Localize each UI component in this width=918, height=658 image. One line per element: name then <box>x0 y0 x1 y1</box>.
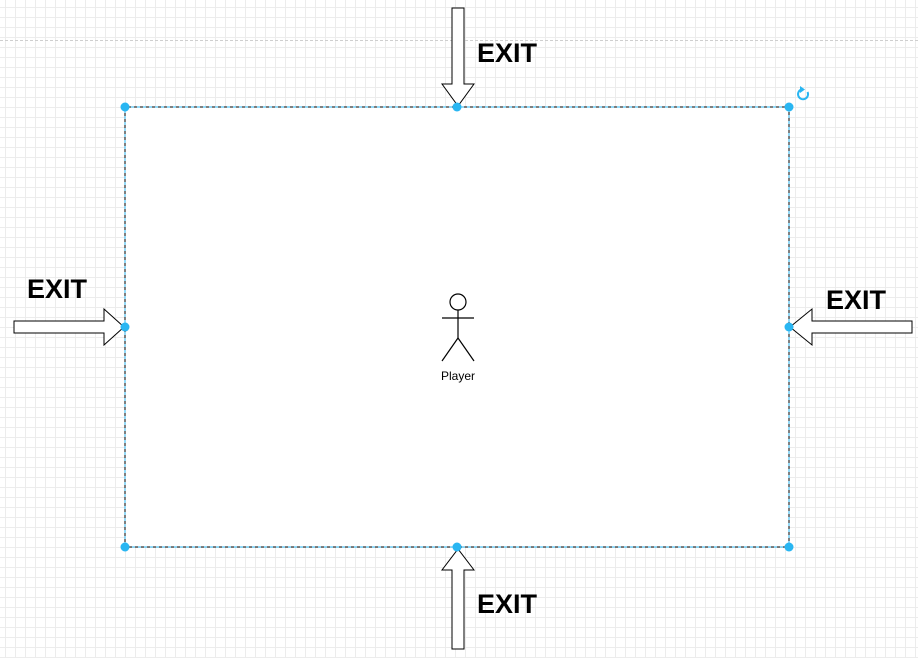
exit-label-left: EXIT <box>27 274 88 304</box>
resize-handle-bottom-right[interactable] <box>784 542 794 552</box>
exit-arrow-left[interactable] <box>13 307 125 347</box>
exit-label-bottom: EXIT <box>477 589 538 619</box>
resize-handle-right[interactable] <box>784 322 794 332</box>
room-rectangle[interactable] <box>124 106 790 548</box>
resize-handle-bottom-left[interactable] <box>120 542 130 552</box>
resize-handle-bottom[interactable] <box>452 542 462 552</box>
stick-figure-icon[interactable] <box>441 293 475 362</box>
exit-arrow-top[interactable] <box>441 7 475 107</box>
resize-handle-left[interactable] <box>120 322 130 332</box>
exit-label-top: EXIT <box>477 38 538 68</box>
actor-label: Player <box>440 369 475 383</box>
resize-handle-top-left[interactable] <box>120 102 130 112</box>
rotate-icon[interactable] <box>797 86 810 101</box>
exit-label-right: EXIT <box>826 285 887 315</box>
resize-handle-top-right[interactable] <box>784 102 794 112</box>
selection-handles[interactable] <box>120 102 794 552</box>
exit-arrow-right[interactable] <box>789 307 913 347</box>
resize-handle-top[interactable] <box>452 102 462 112</box>
exit-arrow-bottom[interactable] <box>440 548 476 650</box>
